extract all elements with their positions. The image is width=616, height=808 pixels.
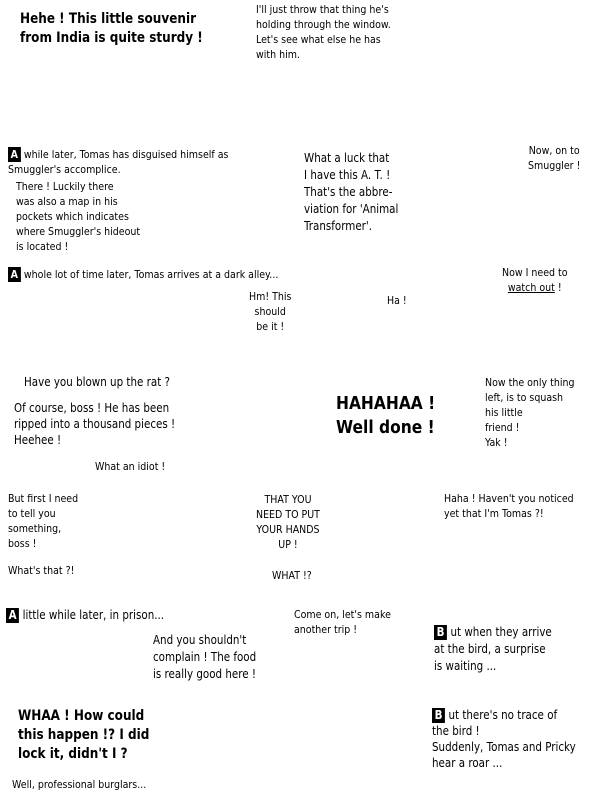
bubble-what-an-idiot: What an idiot ! bbox=[95, 460, 166, 473]
bubble-line-end: ! bbox=[554, 281, 562, 294]
caption-initial: A bbox=[8, 267, 21, 282]
caption-initial: B bbox=[434, 625, 448, 640]
caption-text: whole lot of time later, Tomas arrives a… bbox=[23, 268, 279, 281]
bubble-ha: Ha ! bbox=[387, 294, 407, 307]
caption-initial: A bbox=[8, 147, 21, 162]
bubble-watch-out: Now I need to watch out ! bbox=[502, 265, 568, 295]
bubble-another-trip: Come on, let's make another trip ! bbox=[294, 608, 391, 636]
bubble-blown-up-rat: Have you blown up the rat ? bbox=[24, 375, 171, 389]
caption-text: ut when they arrive at the bird, a surpr… bbox=[434, 625, 552, 673]
bubble-tell-you: But first I need to tell you something, … bbox=[8, 492, 79, 550]
bubble-thousand-pieces: Of course, boss ! He has been ripped int… bbox=[14, 401, 176, 447]
caption-initial: B bbox=[432, 708, 446, 723]
bubble-how-could-this-happen: WHAA ! How could this happen !? I did lo… bbox=[18, 708, 150, 762]
caption-initial: A bbox=[6, 608, 20, 623]
caption-text: while later, Tomas has disguised himself… bbox=[8, 148, 229, 176]
bubble-line: Now I need to bbox=[502, 266, 568, 279]
bubble-well-done: HAHAHAA ! Well done ! bbox=[336, 393, 436, 438]
bubble-map-found: There ! Luckily there was also a map in … bbox=[16, 180, 141, 253]
bubble-throw-thing: I'll just throw that thing he's holding … bbox=[256, 3, 391, 61]
bubble-im-tomas: Haha ! Haven't you noticed yet that I'm … bbox=[444, 492, 574, 520]
caption-text: little while later, in prison... bbox=[22, 608, 165, 622]
bubble-whats-that: What's that ?! bbox=[8, 564, 75, 577]
bubble-should-be-it: Hm! This should be it ! bbox=[249, 290, 292, 333]
bubble-souvenir: Hehe ! This little souvenir from India i… bbox=[20, 11, 203, 46]
bubble-animal-transformer: What a luck that I have this A. T. ! Tha… bbox=[304, 151, 399, 233]
bubble-hands-up: THAT YOU NEED TO PUT YOUR HANDS UP ! bbox=[256, 493, 320, 551]
bubble-squash-friend: Now the only thing left, is to squash hi… bbox=[485, 376, 575, 449]
bubble-food-good: And you shouldn't complain ! The food is… bbox=[153, 633, 257, 681]
caption-text: ut there's no trace of the bird ! Sudden… bbox=[432, 708, 576, 770]
bubble-professional-burglars: Well, professional burglars... bbox=[12, 778, 147, 791]
bubble-what: WHAT !? bbox=[272, 569, 312, 582]
bubble-on-to-smuggler: Now, on to Smuggler ! bbox=[528, 144, 581, 172]
bubble-underlined-word: watch out bbox=[507, 281, 555, 294]
